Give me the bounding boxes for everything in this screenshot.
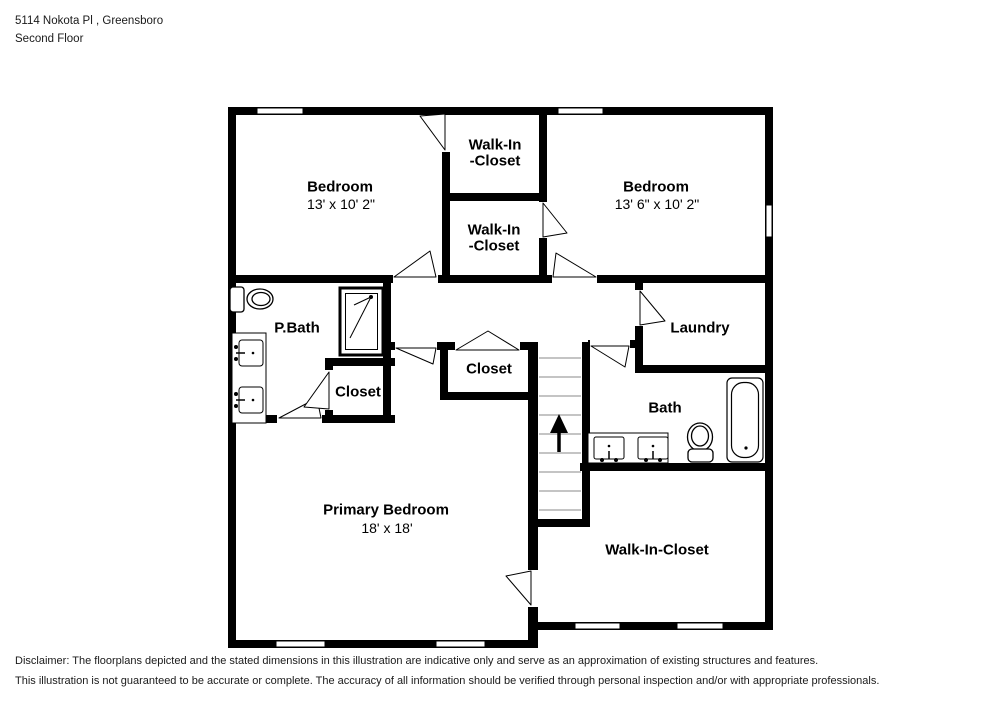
wall-wic-divider xyxy=(442,193,547,201)
door-gap xyxy=(590,339,630,349)
stair-up-arrow-icon xyxy=(550,414,568,452)
door-wic-mid xyxy=(542,202,568,238)
stairs xyxy=(539,357,581,511)
outer-wall-bottom-left xyxy=(228,640,538,648)
shower-icon xyxy=(338,286,385,357)
room-label-bath: Bath xyxy=(648,399,682,417)
room-label-wic-mid-line1: Walk-In xyxy=(467,221,521,239)
room-label-bedroom-left: Bedroom xyxy=(307,178,373,196)
door-bedroom-left xyxy=(393,250,437,278)
window xyxy=(765,204,773,238)
wall-bath-south xyxy=(580,463,773,471)
wall-closet-hall-bottom xyxy=(440,392,538,400)
door-primary-bedroom xyxy=(395,347,437,365)
room-label-laundry: Laundry xyxy=(670,319,730,337)
door-laundry xyxy=(639,290,666,326)
wall-pbath-east xyxy=(383,283,391,423)
room-label-primary-bath: P.Bath xyxy=(274,319,320,337)
wall-laundry-west xyxy=(635,283,643,373)
window xyxy=(574,622,621,630)
toilet-icon xyxy=(229,286,274,313)
room-label-closet-hall: Closet xyxy=(466,360,512,378)
window xyxy=(275,640,326,648)
bath-sinks-icon xyxy=(587,432,669,464)
vanity-sinks-icon xyxy=(231,332,267,424)
room-dims-bedroom-left: 13' x 10' 2" xyxy=(307,196,375,212)
door-gap xyxy=(441,115,451,152)
door-gap xyxy=(277,414,322,424)
wall-stair-left-primary-east xyxy=(528,342,538,648)
doors xyxy=(278,113,666,606)
door-gap xyxy=(552,274,597,284)
wall-laundry-south xyxy=(635,365,773,373)
room-label-wic-primary: Walk-In-Closet xyxy=(605,541,709,559)
room-label-primary-bedroom: Primary Bedroom xyxy=(323,501,449,519)
bathtub-icon xyxy=(726,377,764,463)
window xyxy=(676,622,724,630)
room-dims-primary-bedroom: 18' x 18' xyxy=(361,520,413,536)
door-wic-primary xyxy=(505,570,532,606)
outer-wall-top xyxy=(228,107,773,115)
door-bath xyxy=(590,345,630,368)
disclaimer-line-1: Disclaimer: The floorplans depicted and … xyxy=(15,655,819,667)
disclaimer-line-2: This illustration is not guaranteed to b… xyxy=(15,675,880,687)
room-label-wic-top-line2: -Closet xyxy=(469,152,521,170)
room-label-bedroom-right: Bedroom xyxy=(623,178,689,196)
door-gap xyxy=(393,274,438,284)
door-closet-pbath xyxy=(303,371,330,410)
address-line: 5114 Nokota Pl , Greensboro xyxy=(15,15,164,27)
room-label-closet-pbath: Closet xyxy=(335,383,381,401)
wall-stair-right-bath-west xyxy=(582,342,590,527)
door-gap xyxy=(395,341,437,351)
room-dims-bedroom-right: 13' 6" x 10' 2" xyxy=(614,196,700,212)
window xyxy=(557,107,604,115)
door-closet-hall-double xyxy=(455,330,520,351)
wall-hall-north xyxy=(228,275,773,283)
room-label-wic-mid-line2: -Closet xyxy=(468,237,520,255)
window xyxy=(256,107,304,115)
room-label-wic-top-line1: Walk-In xyxy=(468,136,522,154)
door-gap xyxy=(634,290,644,326)
wall-stair-bottom xyxy=(528,519,590,527)
outer-wall-bottom-right xyxy=(528,622,773,630)
wall-closet-hall-left xyxy=(440,342,448,400)
door-bedroom-right xyxy=(552,252,597,278)
windows xyxy=(256,107,773,648)
floor-label: Second Floor xyxy=(15,33,84,45)
wall-closet-pbath-top xyxy=(325,358,395,366)
window xyxy=(435,640,486,648)
door-wic-top xyxy=(419,113,446,151)
toilet-icon xyxy=(686,422,714,463)
